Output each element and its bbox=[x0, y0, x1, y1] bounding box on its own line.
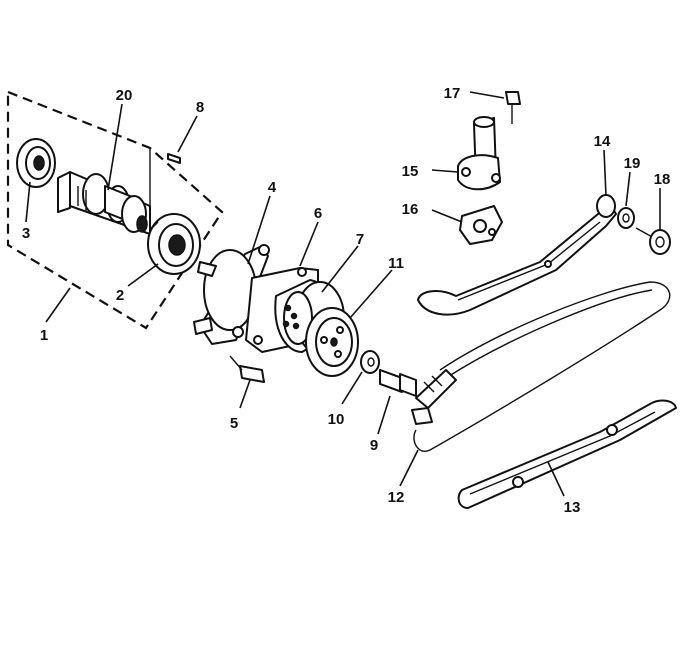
bearing-right bbox=[147, 213, 201, 275]
callout-6: 6 bbox=[314, 205, 322, 222]
camshaft bbox=[57, 171, 151, 235]
chain-guide bbox=[457, 399, 677, 509]
callout-4: 4 bbox=[268, 179, 277, 196]
cam-sprocket bbox=[305, 307, 359, 377]
callout-1: 1 bbox=[40, 327, 48, 344]
timing-chain bbox=[411, 281, 671, 452]
sprocket-bolt bbox=[379, 369, 417, 397]
callout-17: 17 bbox=[444, 85, 461, 102]
callout-7: 7 bbox=[356, 231, 364, 248]
bearing-left bbox=[16, 138, 56, 188]
callout-labels: 20 8 3 2 1 4 6 7 11 5 10 9 12 13 14 15 1… bbox=[22, 85, 671, 516]
plate-bolt bbox=[229, 355, 265, 383]
cam-plate bbox=[193, 244, 270, 345]
callout-11: 11 bbox=[388, 255, 404, 272]
callout-10: 10 bbox=[328, 411, 345, 428]
callout-8: 8 bbox=[196, 99, 204, 116]
leader-lines bbox=[25, 91, 661, 497]
pivot-bolt bbox=[635, 227, 671, 255]
callout-16: 16 bbox=[402, 201, 419, 218]
callout-9: 9 bbox=[370, 437, 378, 454]
chain-tensioner bbox=[457, 116, 501, 191]
tensioner-gasket bbox=[459, 205, 503, 245]
pivot-washer bbox=[617, 207, 635, 229]
callout-3: 3 bbox=[22, 225, 30, 242]
callout-2: 2 bbox=[116, 287, 124, 304]
callout-14: 14 bbox=[594, 133, 611, 150]
pin bbox=[149, 148, 181, 215]
callout-13: 13 bbox=[564, 499, 581, 516]
tensioner-bolt bbox=[505, 91, 521, 124]
callout-19: 19 bbox=[624, 155, 641, 172]
callout-5: 5 bbox=[230, 415, 238, 432]
callout-18: 18 bbox=[654, 171, 671, 188]
tensioner-arm bbox=[417, 194, 617, 316]
callout-20: 20 bbox=[116, 87, 133, 104]
callout-15: 15 bbox=[402, 163, 419, 180]
callout-12: 12 bbox=[388, 489, 405, 506]
sprocket-washer bbox=[360, 350, 380, 374]
